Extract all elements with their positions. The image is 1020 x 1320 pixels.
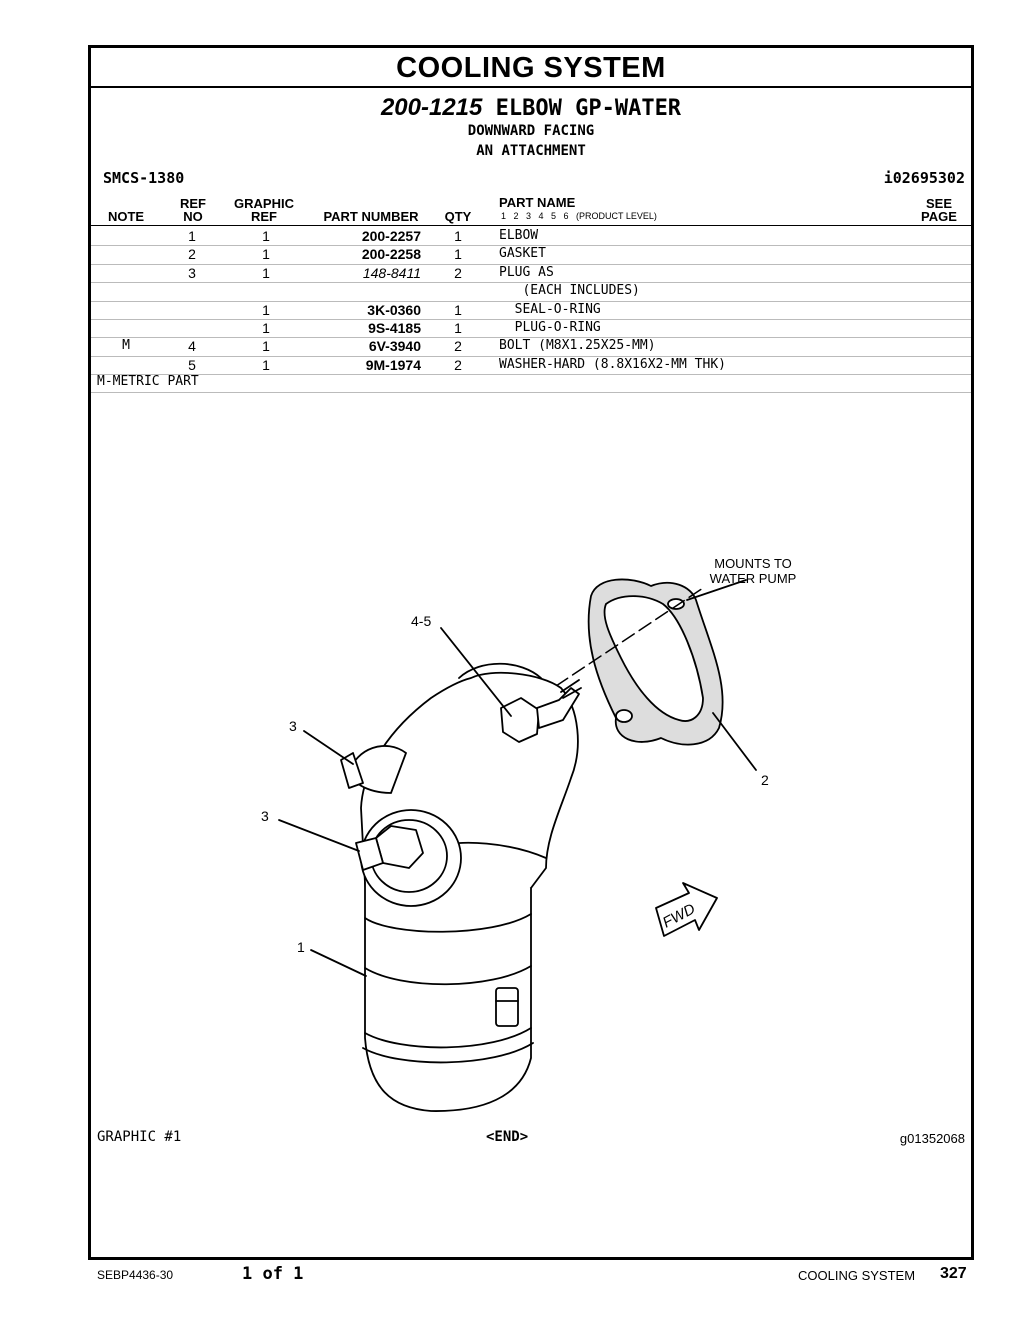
row-graphic-ref: 1 xyxy=(262,228,270,244)
row-ref-no: 1 xyxy=(188,228,196,244)
row-qty: 1 xyxy=(454,320,462,336)
row-graphic-ref: 1 xyxy=(262,264,270,281)
row-part-name: GASKET xyxy=(499,246,546,262)
graphic-id: g01352068 xyxy=(899,1131,965,1146)
footer-section: COOLING SYSTEM xyxy=(798,1268,916,1283)
fwd-arrow xyxy=(655,882,718,937)
row-qty: 1 xyxy=(454,301,462,318)
row-part-name: ELBOW xyxy=(499,228,539,243)
row-divider xyxy=(91,355,971,357)
row-graphic-ref: 1 xyxy=(262,301,270,318)
leader-2 xyxy=(712,712,757,771)
metric-footnote: M-METRIC PART xyxy=(97,374,199,389)
alignment-line xyxy=(555,587,704,687)
col-note: NOTE xyxy=(107,209,145,224)
gasket-shape xyxy=(587,578,724,746)
callout-2: 2 xyxy=(761,772,769,788)
info-id: i02695302 xyxy=(883,169,965,187)
footer-doc-number: SEBP4436-30 xyxy=(97,1268,174,1282)
group-name: ELBOW GP-WATER xyxy=(495,96,682,121)
header-rule xyxy=(91,225,971,226)
group-part-number: 200-1215 xyxy=(380,94,483,121)
col-qty: QTY xyxy=(444,209,472,224)
col-see-2: PAGE xyxy=(921,209,957,224)
leader-mounts xyxy=(686,579,747,601)
row-divider xyxy=(91,319,971,320)
exploded-view-drawing: 4-5 3 3 1 2 MOUNTS TO WATER PUMP FWD xyxy=(261,556,797,1112)
row-ref-no: 4 xyxy=(188,338,196,355)
row-part-number: 6V-3940 xyxy=(368,338,421,355)
col-part-number: PART NUMBER xyxy=(323,209,419,224)
callout-4-5: 4-5 xyxy=(411,613,431,629)
row-divider xyxy=(91,263,971,265)
row-part-number: 3K-0360 xyxy=(367,301,421,318)
page-title: COOLING SYSTEM xyxy=(91,48,971,88)
row-ref-no: 5 xyxy=(188,356,196,373)
row-qty: 1 xyxy=(454,246,462,263)
page-frame: COOLING SYSTEM 200-1215 ELBOW GP-WATER D… xyxy=(88,45,974,1260)
col-graphic-1: GRAPHIC xyxy=(234,196,294,211)
footer-page-of: 1 of 1 xyxy=(242,1264,304,1284)
row-part-name: SEAL-O-RING xyxy=(499,301,601,317)
callout-3-front: 3 xyxy=(261,808,269,824)
row-note: M xyxy=(122,338,130,354)
group-subtitle-2: AN ATTACHMENT xyxy=(476,143,586,159)
row-part-number: 148-8411 xyxy=(362,264,421,281)
row-part-number: 200-2257 xyxy=(361,228,421,244)
footnote-divider xyxy=(91,392,971,394)
row-qty: 2 xyxy=(454,356,462,373)
row-part-name: (EACH INCLUDES) xyxy=(499,283,640,299)
plug-rear xyxy=(340,745,407,794)
group-subtitle-1: DOWNWARD FACING xyxy=(467,123,595,139)
row-divider xyxy=(91,337,971,339)
row-divider xyxy=(91,374,971,376)
leader-4-5 xyxy=(440,627,512,717)
footer-page-number: 327 xyxy=(940,1265,967,1282)
leader-3-rear xyxy=(303,730,354,765)
row-graphic-ref: 1 xyxy=(262,246,270,263)
mounts-label-1: MOUNTS TO xyxy=(714,556,792,571)
group-header: 200-1215 ELBOW GP-WATER xyxy=(91,94,971,122)
col-ref-1: REF xyxy=(180,196,206,211)
row-part-name: WASHER-HARD (8.8X16X2-MM THK) xyxy=(499,356,726,372)
row-part-number: 200-2258 xyxy=(361,246,421,263)
row-part-name: BOLT (M8X1.25X25-MM) xyxy=(499,338,656,354)
callout-1: 1 xyxy=(297,939,305,955)
smcs-code: SMCS-1380 xyxy=(103,169,185,187)
row-divider xyxy=(91,300,971,302)
graphic-label: GRAPHIC #1 xyxy=(97,1129,182,1145)
row-part-name: PLUG-O-RING xyxy=(499,320,601,335)
row-graphic-ref: 1 xyxy=(262,320,270,336)
col-graphic-2: REF xyxy=(251,209,277,224)
callout-3-rear: 3 xyxy=(289,718,297,734)
row-part-name: PLUG AS xyxy=(499,264,554,280)
row-divider xyxy=(91,282,971,284)
mounts-label-2: WATER PUMP xyxy=(710,571,797,586)
row-ref-no: 2 xyxy=(188,246,196,263)
leader-3-front xyxy=(278,819,360,852)
row-divider xyxy=(91,245,971,247)
row-graphic-ref: 1 xyxy=(262,356,270,373)
row-part-number: 9S-4185 xyxy=(368,320,421,336)
col-see-1: SEE xyxy=(925,196,952,211)
col-ref-2: NO xyxy=(183,209,203,224)
leader-1 xyxy=(310,949,367,977)
row-qty: 2 xyxy=(454,338,462,355)
row-qty: 1 xyxy=(454,228,462,244)
row-graphic-ref: 1 xyxy=(262,338,270,355)
row-ref-no: 3 xyxy=(188,264,196,281)
row-part-number: 9M-1974 xyxy=(365,356,421,373)
col-product-levels: 1 2 3 4 5 6 (PRODUCT LEVEL) xyxy=(501,211,657,221)
plug-front xyxy=(355,809,462,907)
end-marker: <END> xyxy=(486,1129,529,1145)
row-qty: 2 xyxy=(454,264,462,281)
col-part-name: PART NAME xyxy=(499,195,576,210)
bolt-washer xyxy=(500,679,582,743)
